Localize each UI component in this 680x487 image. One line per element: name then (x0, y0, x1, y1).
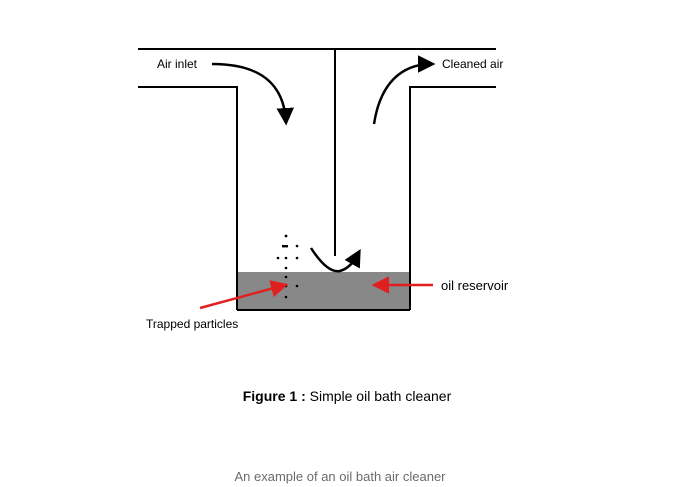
left-inlet-wall (138, 86, 238, 310)
pointer-arrows (199, 276, 433, 310)
oil-reservoir-label: oil reservoir (441, 278, 509, 293)
inlet-flow-arrow (211, 62, 294, 126)
air-inlet-label: Air inlet (157, 57, 198, 71)
right-outlet-wall (409, 86, 496, 310)
figure-caption: Figure 1 : Simple oil bath cleaner (0, 388, 680, 404)
bottom-turn-arrow (309, 247, 361, 273)
particle (284, 266, 288, 270)
flow-arrows (211, 55, 436, 273)
figure-number: Figure 1 : (242, 388, 306, 404)
image-caption: An example of an oil bath air cleaner (234, 469, 446, 484)
figure-title: Simple oil bath cleaner (305, 388, 452, 404)
particle (284, 234, 288, 238)
cleaned-air-label: Cleaned air (442, 57, 503, 71)
particle (284, 256, 288, 260)
particle (295, 284, 299, 288)
particle (295, 256, 299, 260)
particle (295, 244, 299, 248)
particle (284, 275, 288, 279)
particle (282, 245, 288, 248)
particle (284, 295, 288, 299)
housing (138, 48, 496, 311)
particle (276, 256, 280, 260)
trapped-particles-pointer (199, 280, 289, 310)
outlet-flow-arrow (372, 55, 436, 125)
trapped-particles-label: Trapped particles (146, 317, 238, 331)
